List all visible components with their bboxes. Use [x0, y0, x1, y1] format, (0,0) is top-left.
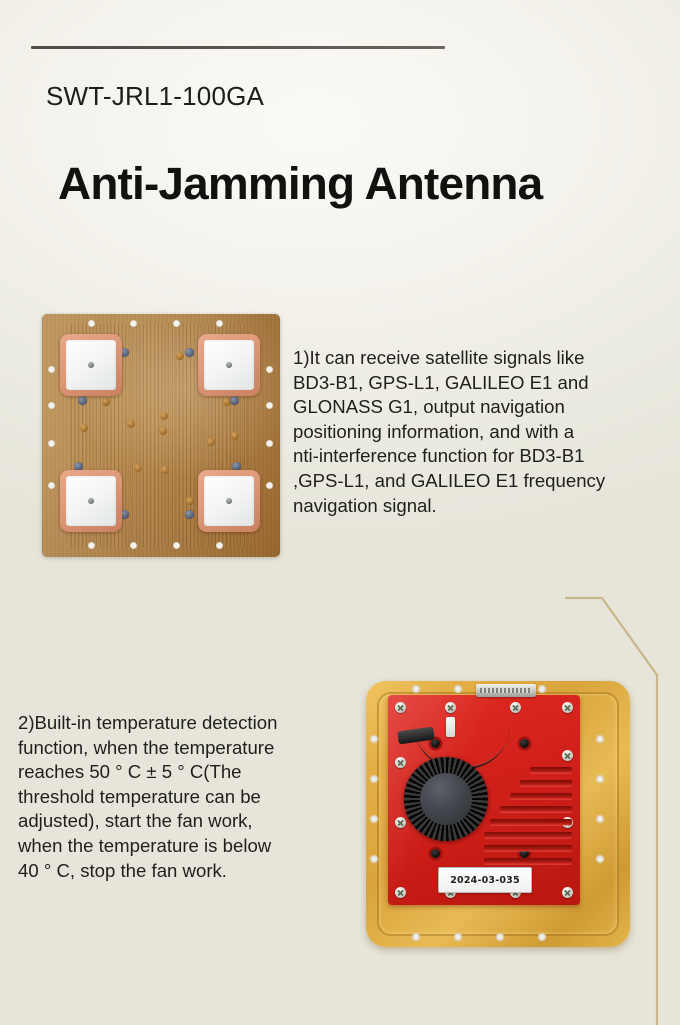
patch-feed-pin: [226, 498, 232, 504]
serial-label-text: 2024-03-035: [450, 874, 520, 886]
pcb-screw: [232, 462, 241, 471]
pcb-via: [134, 464, 142, 472]
frame-hole: [454, 685, 462, 693]
patch-ceramic: [66, 476, 116, 526]
patch-antenna-element: [198, 470, 260, 532]
pcb-via: [159, 427, 167, 435]
frame-hole: [412, 933, 420, 941]
pcb-mounting-hole: [266, 482, 273, 489]
plate-bolt: [431, 849, 440, 858]
pcb-mounting-hole: [130, 320, 137, 327]
frame-hole: [370, 815, 378, 823]
plate-screw: [395, 757, 406, 768]
pcb-screw: [230, 396, 239, 405]
pcb-mounting-hole: [216, 542, 223, 549]
plate-screw: [510, 702, 521, 713]
frame-hole: [596, 775, 604, 783]
pcb-mounting-hole: [48, 440, 55, 447]
plate-screw: [445, 702, 456, 713]
feature-text-1: 1)It can receive satellite signals like …: [293, 347, 606, 516]
plate-screw: [395, 887, 406, 898]
pcb-via: [231, 432, 239, 440]
heatsink-fin: [510, 793, 572, 799]
frame-hole: [412, 685, 420, 693]
frame-hole: [496, 933, 504, 941]
heatsink-fin: [520, 780, 572, 786]
header-rule: [31, 46, 445, 49]
pcb-via: [80, 424, 88, 432]
pcb-substrate: [42, 314, 280, 557]
enclosure-photo: 2024-03-035: [366, 681, 630, 947]
plate-screw: [562, 750, 573, 761]
pcb-screw: [78, 396, 87, 405]
pcb-screw: [120, 510, 129, 519]
cooling-fan: [404, 757, 488, 841]
frame-hole: [596, 855, 604, 863]
heatsink-fin: [484, 832, 572, 838]
frame-hole: [370, 735, 378, 743]
heatsink-fin: [490, 819, 572, 825]
frame-hole: [538, 933, 546, 941]
pcb-via: [127, 420, 135, 428]
patch-feed-pin: [226, 362, 232, 368]
pcb-screw: [185, 510, 194, 519]
plate-screw: [395, 817, 406, 828]
patch-ceramic: [66, 340, 116, 390]
plate-screw: [562, 887, 573, 898]
pcb-via: [223, 398, 231, 406]
antenna-board-photo: [42, 314, 280, 557]
model-code: SWT-JRL1-100GA: [46, 81, 265, 111]
plate-bolt: [520, 739, 529, 748]
feature-text-2: 2)Built-in temperature detection functio…: [18, 712, 278, 881]
patch-ceramic: [204, 340, 254, 390]
serial-label: 2024-03-035: [438, 867, 532, 893]
patch-ceramic: [204, 476, 254, 526]
frame-hole: [538, 685, 546, 693]
pcb-via: [186, 497, 194, 505]
pcb-mounting-hole: [173, 542, 180, 549]
pcb-via: [207, 438, 215, 446]
page-title: Anti-Jamming Antenna: [58, 158, 543, 209]
patch-antenna-element: [198, 334, 260, 396]
pcb-via: [161, 466, 169, 474]
patch-antenna-element: [60, 470, 122, 532]
pcb-mounting-hole: [48, 402, 55, 409]
pcb-screw: [120, 348, 129, 357]
pcb-mounting-hole: [266, 440, 273, 447]
pcb-mounting-hole: [266, 366, 273, 373]
pcb-mounting-hole: [88, 320, 95, 327]
heatsink-fin: [500, 806, 572, 812]
pcb-mounting-hole: [173, 320, 180, 327]
patch-feed-pin: [88, 362, 94, 368]
pcb-mounting-hole: [48, 366, 55, 373]
plate-screw: [562, 702, 573, 713]
pcb-mounting-hole: [130, 542, 137, 549]
pcb-via: [160, 412, 168, 420]
frame-hole: [370, 855, 378, 863]
pcb-screw: [74, 462, 83, 471]
frame-hole: [454, 933, 462, 941]
pcb-mounting-hole: [266, 402, 273, 409]
enclosure-frame: 2024-03-035: [366, 681, 630, 947]
heatsink: [484, 767, 572, 864]
plate-screw: [395, 702, 406, 713]
pcb-mounting-hole: [88, 542, 95, 549]
patch-antenna-element: [60, 334, 122, 396]
pcb-mounting-hole: [216, 320, 223, 327]
heatsink-fin: [530, 767, 572, 773]
frame-hole: [596, 735, 604, 743]
plate-bolt: [520, 849, 529, 858]
pcb-mounting-hole: [48, 482, 55, 489]
fan-wire-clip: [446, 717, 455, 737]
frame-hole: [596, 815, 604, 823]
patch-feed-pin: [88, 498, 94, 504]
pcb-via: [176, 352, 184, 360]
enclosure-plate: 2024-03-035: [388, 684, 580, 905]
heatsink-fin: [484, 858, 572, 864]
pcb-via: [102, 398, 110, 406]
heatsink-fin: [484, 845, 572, 851]
board-connector: [476, 684, 536, 697]
pcb-screw: [185, 348, 194, 357]
frame-hole: [370, 775, 378, 783]
